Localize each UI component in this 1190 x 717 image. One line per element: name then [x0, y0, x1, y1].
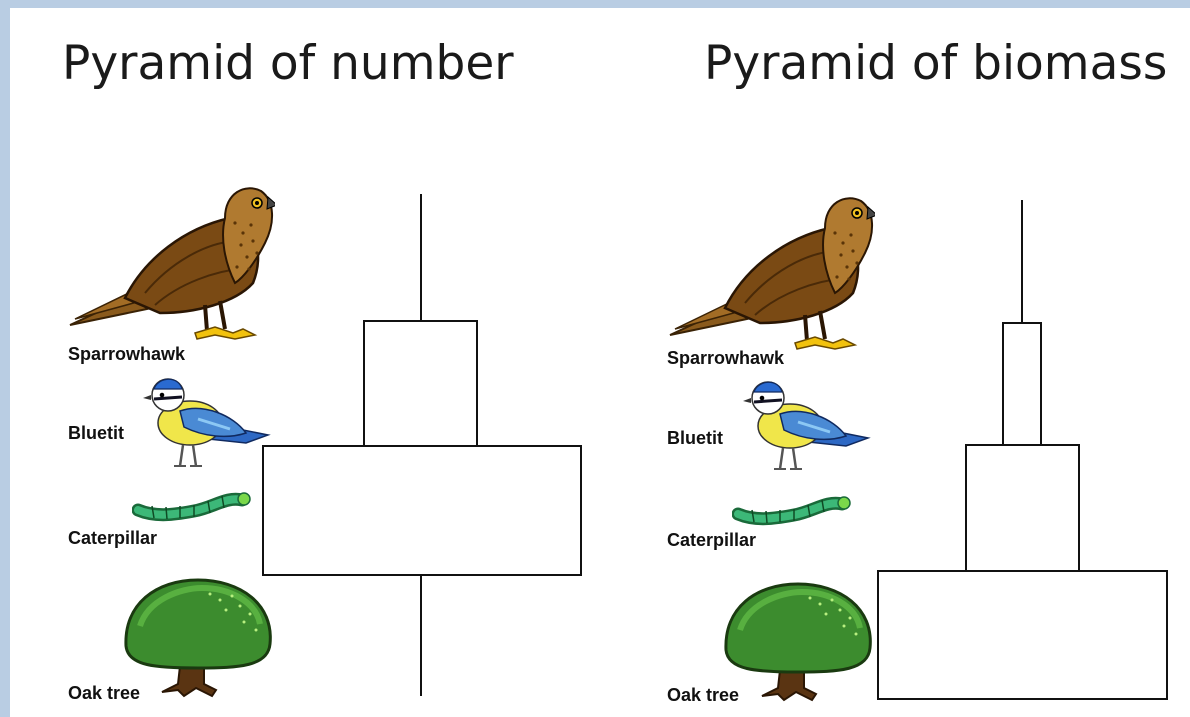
organism-label: Caterpillar	[667, 530, 757, 550]
caterpillar-icon	[132, 492, 251, 522]
organism-label: Sparrowhawk	[667, 348, 785, 368]
sparrowhawk-icon	[669, 197, 875, 350]
bluetit-icon	[143, 378, 271, 467]
slide: Pyramid of number Pyramid of biomass Spa…	[10, 8, 1190, 717]
organism-label: Caterpillar	[68, 528, 158, 548]
sparrowhawk-level-line	[420, 194, 422, 322]
title-pyramid-of-number: Pyramid of number	[62, 36, 514, 91]
oak-tree-icon	[724, 582, 872, 702]
organism-label: Bluetit	[667, 428, 723, 448]
sparrowhawk-level-bar	[1002, 322, 1042, 446]
oak-tree-icon	[124, 578, 272, 698]
sparrowhawk-icon	[69, 187, 275, 340]
organism-label: Sparrowhawk	[68, 344, 186, 364]
bluetit-level-bar	[965, 444, 1080, 572]
caterpillar-level-bar	[262, 445, 582, 576]
title-pyramid-of-biomass: Pyramid of biomass	[704, 36, 1168, 91]
oak-tree-level-line	[420, 574, 422, 696]
caterpillar-level-line	[1021, 200, 1023, 324]
organism-label: Oak tree	[68, 683, 141, 703]
caterpillar-icon	[732, 496, 851, 526]
bluetit-level-bar	[363, 320, 478, 447]
organism-label: Oak tree	[667, 685, 740, 705]
organism-label: Bluetit	[68, 423, 124, 443]
bluetit-icon	[743, 381, 871, 470]
oak-tree-level-bar	[877, 570, 1168, 700]
